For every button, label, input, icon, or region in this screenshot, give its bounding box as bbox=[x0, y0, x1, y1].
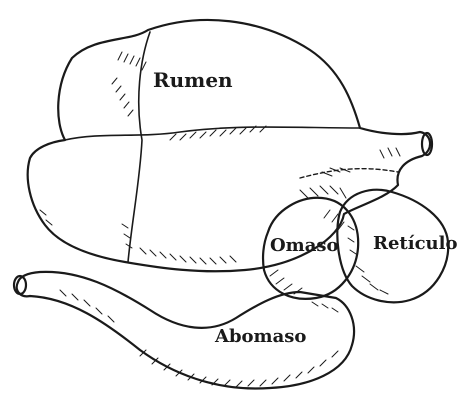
rumen-outline bbox=[28, 20, 430, 271]
label-rumen: Rumen bbox=[153, 68, 233, 92]
label-abomaso: Abomaso bbox=[214, 326, 306, 347]
label-reticulo: Retículo bbox=[373, 233, 457, 254]
label-omaso: Omaso bbox=[270, 235, 339, 256]
rumen-groove-vertical bbox=[128, 32, 150, 262]
esophagus-groove bbox=[300, 169, 398, 178]
